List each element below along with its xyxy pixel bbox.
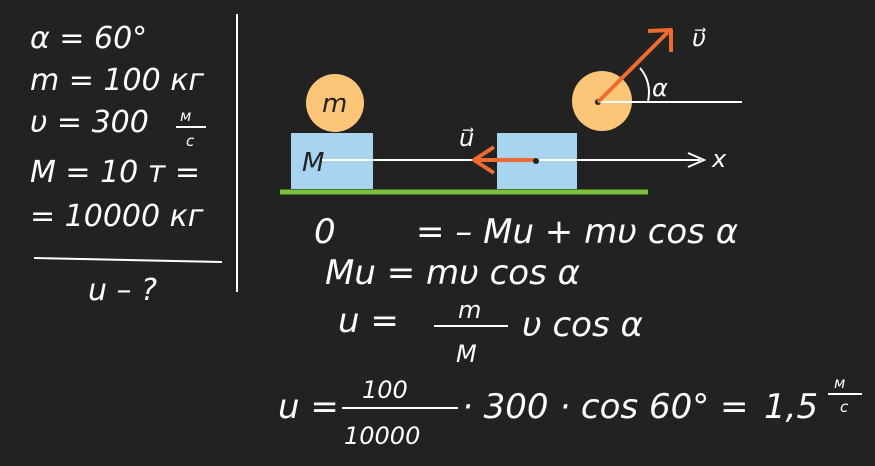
solution-line4-left: u = bbox=[278, 387, 339, 427]
ball-on-block-label: m bbox=[322, 89, 347, 119]
block-big-label: M bbox=[302, 148, 324, 178]
solution-line4-den: 10000 bbox=[344, 422, 420, 450]
solution-line4-num: 100 bbox=[362, 376, 408, 404]
given-speed: υ = 300 bbox=[30, 105, 149, 140]
diagram: M m x u⃗ α υ⃗ bbox=[280, 24, 742, 195]
given-panel: α = 60° m = 100 кг υ = 300 м с M = 10 т … bbox=[30, 14, 238, 308]
given-divider bbox=[33, 257, 223, 263]
given-alpha: α = 60° bbox=[30, 21, 147, 56]
u-arrow-head-icon bbox=[472, 145, 496, 175]
angle-arc bbox=[639, 67, 650, 103]
given-speed-unit-den: с bbox=[186, 132, 195, 150]
solution-line3-left: u = bbox=[338, 301, 399, 341]
solution: 0 = – Mu + mυ cos α Mu = mυ cos α u = m … bbox=[278, 212, 862, 450]
solution-result-unit-den: с bbox=[840, 398, 849, 416]
x-axis-label: x bbox=[711, 145, 727, 173]
solution-line4-mid: · 300 · cos 60° = bbox=[462, 387, 749, 427]
u-vector-label: u⃗ bbox=[459, 124, 474, 152]
given-mass-block-kg: = 10000 кг bbox=[30, 199, 204, 234]
v-vector-label: υ⃗ bbox=[692, 24, 706, 52]
given-mass-ball: m = 100 кг bbox=[30, 63, 204, 98]
solution-result-unit-num: м bbox=[834, 374, 845, 392]
angle-label: α bbox=[652, 74, 668, 102]
ball-on-block bbox=[306, 74, 364, 132]
solution-line1-right: = – Mu + mυ cos α bbox=[416, 212, 738, 252]
v-arrow-shaft bbox=[596, 30, 670, 104]
x-axis-arrowhead-icon bbox=[687, 152, 707, 168]
solution-line1-left: 0 bbox=[314, 212, 336, 252]
given-speed-unit-num: м bbox=[180, 107, 191, 125]
solution-line2: Mu = mυ cos α bbox=[325, 253, 580, 293]
solution-result: 1,5 bbox=[764, 387, 818, 427]
v-arrow-head-icon bbox=[647, 28, 673, 52]
find-label: u – ? bbox=[88, 273, 157, 308]
given-mass-block: M = 10 т = bbox=[30, 155, 200, 190]
block-center-dot bbox=[533, 158, 539, 164]
solution-line3-den: M bbox=[456, 340, 477, 368]
solution-line3-right: υ cos α bbox=[522, 305, 643, 345]
solution-line3-num: m bbox=[458, 296, 481, 324]
